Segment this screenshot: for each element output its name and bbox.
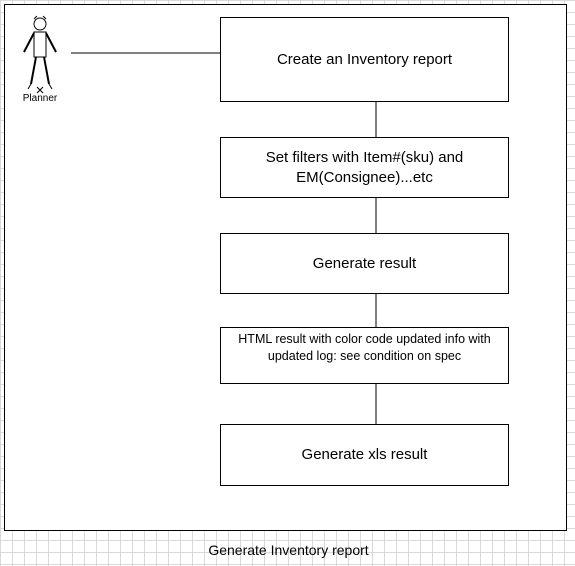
step-label: Create an Inventory report: [276, 50, 453, 68]
step-generate-xls-result[interactable]: Generate xls result: [220, 424, 509, 486]
stick-figure-icon: [23, 15, 57, 94]
step-label: Generate result: [312, 254, 417, 272]
step-set-filters[interactable]: Set filters with Item#(sku) and EM(Consi…: [220, 137, 509, 198]
step-label: Generate xls result: [301, 446, 428, 463]
step-generate-result[interactable]: Generate result: [220, 233, 509, 294]
actor-label: Planner: [22, 93, 58, 104]
step-html-result[interactable]: HTML result with color code updated info…: [220, 327, 509, 384]
planner-actor-icon[interactable]: [14, 14, 66, 108]
step-create-inventory-report[interactable]: Create an Inventory report: [220, 17, 509, 102]
step-label: HTML result with color code updated info…: [238, 332, 491, 363]
diagram-caption: Generate Inventory report: [208, 542, 369, 558]
step-label: Set filters with Item#(sku) and EM(Consi…: [265, 148, 464, 186]
